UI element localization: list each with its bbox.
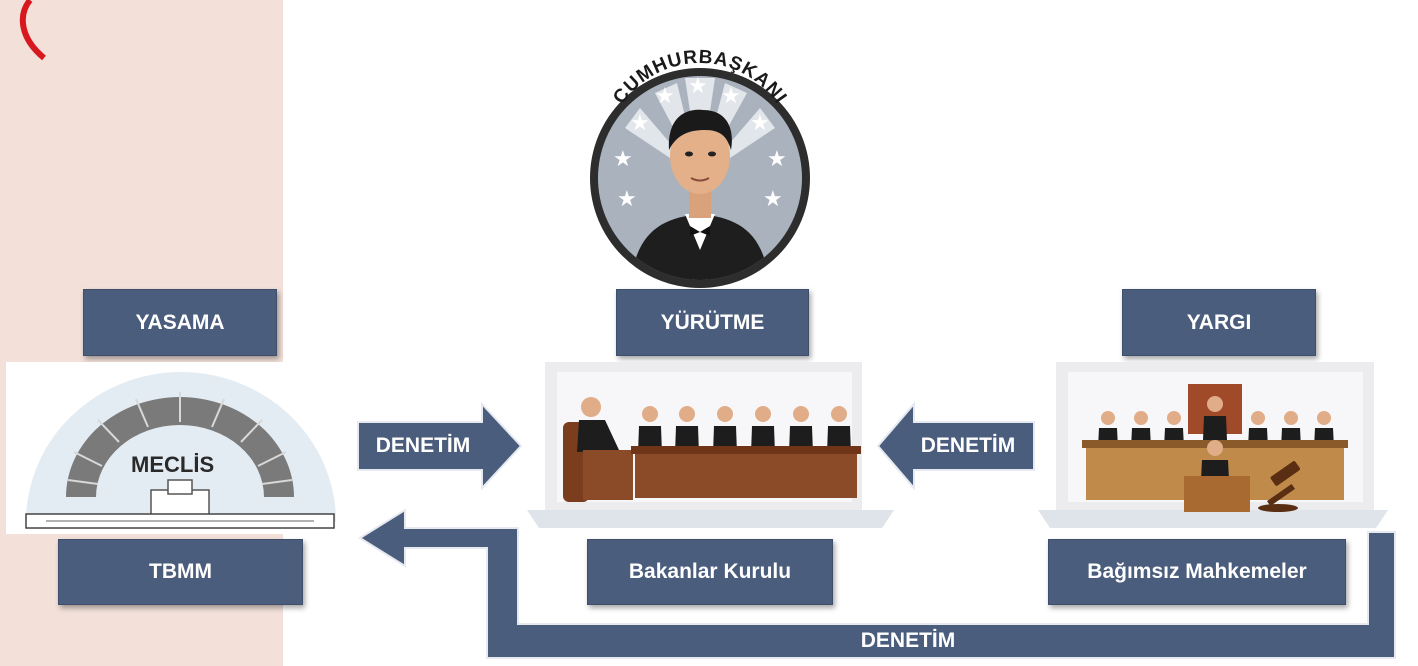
svg-text:★: ★ (617, 187, 637, 212)
courtroom-icon (1038, 362, 1388, 528)
red-arc-decoration (19, 0, 46, 61)
executive-heading-text: YÜRÜTME (660, 310, 765, 334)
cabinet-meeting-icon (527, 362, 894, 528)
president-portrait-icon: ★ ★ ★ ★ ★ ★ ★ ★ ★ CUMHURBAŞKANI (590, 47, 810, 288)
executive-body-box: Bakanlar Kurulu (587, 539, 833, 605)
svg-text:★: ★ (613, 147, 633, 172)
svg-text:★: ★ (750, 111, 770, 136)
legislative-body-box: TBMM (58, 539, 303, 605)
legislative-heading-text: YASAMA (135, 310, 225, 334)
svg-text:★: ★ (630, 111, 650, 136)
parliament-icon (6, 362, 354, 534)
judicial-body-text: Bağımsız Mahkemeler (1087, 560, 1307, 583)
legislative-body-text: TBMM (149, 560, 212, 583)
arrow-legislative-to-executive (357, 401, 523, 491)
arrow-judicial-to-executive (876, 401, 1035, 491)
executive-heading: YÜRÜTME (616, 289, 809, 356)
svg-text:★: ★ (721, 84, 741, 109)
judicial-heading: YARGI (1122, 289, 1316, 356)
svg-text:★: ★ (688, 74, 708, 99)
arrow-bottom-loop-label: DENETİM (860, 629, 956, 652)
arrow-judicial-to-executive-label: DENETİM (920, 434, 1016, 457)
arrow-legislative-to-executive-label: DENETİM (375, 434, 471, 457)
arrow-bottom-loop (358, 508, 1396, 659)
svg-text:★: ★ (655, 84, 675, 109)
judicial-heading-text: YARGI (1186, 310, 1252, 334)
executive-body-text: Bakanlar Kurulu (628, 560, 792, 583)
svg-text:★: ★ (767, 147, 787, 172)
legislative-heading: YASAMA (83, 289, 277, 356)
meclis-label: MECLİS (131, 452, 215, 477)
svg-text:★: ★ (763, 187, 783, 212)
judicial-body-box: Bağımsız Mahkemeler (1048, 539, 1346, 605)
